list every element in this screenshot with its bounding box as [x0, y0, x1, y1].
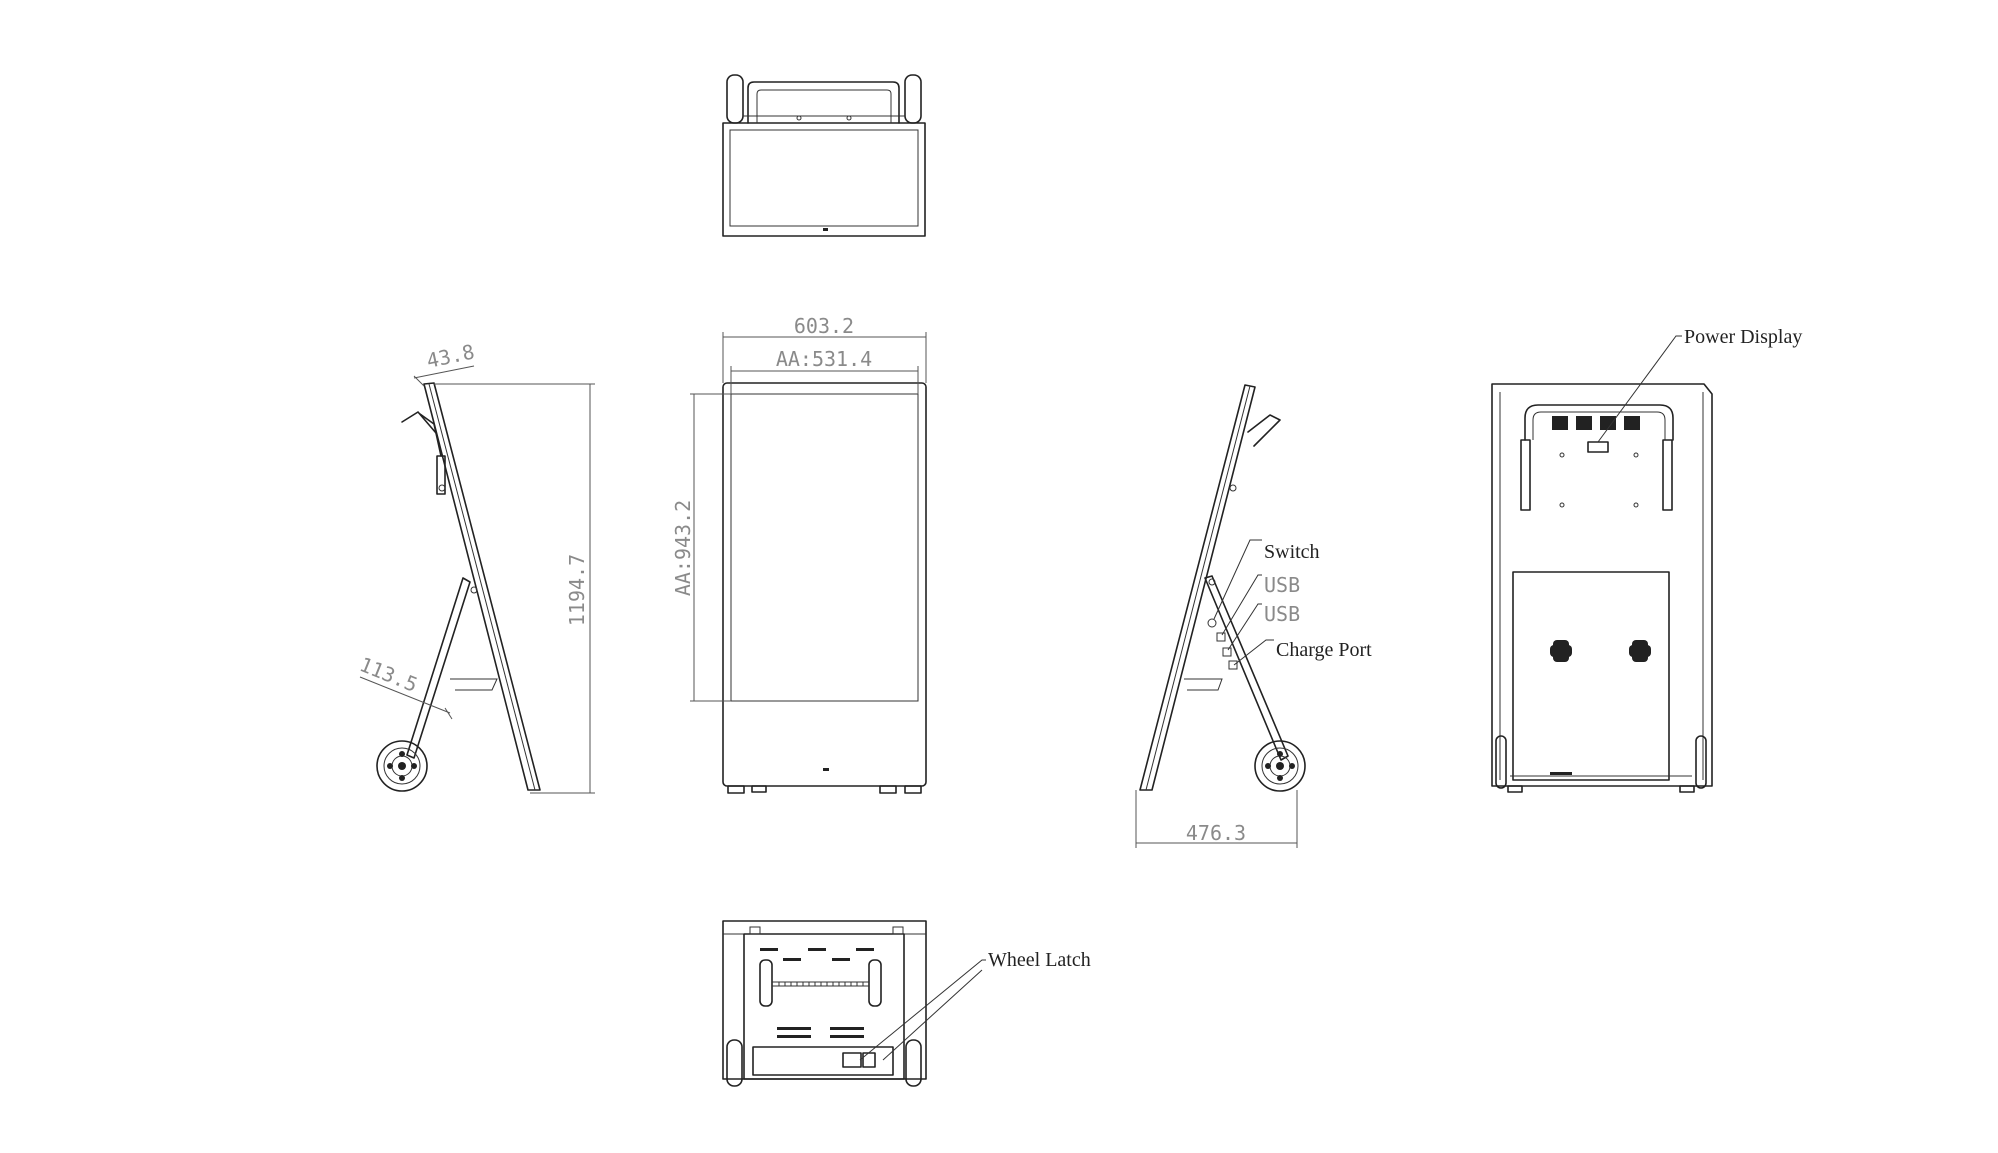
rear-view — [1491, 335, 1713, 793]
power-display-callout: Power Display — [1684, 326, 1802, 348]
bottom-view — [722, 920, 986, 1087]
overall-height-label: 1194.7 — [565, 554, 589, 626]
usb-callout-1: USB — [1264, 573, 1300, 597]
thickness-label: 43.8 — [424, 339, 476, 372]
switch-callout: Switch — [1264, 541, 1320, 563]
wheel-latch-callout: Wheel Latch — [988, 949, 1091, 971]
top-view — [722, 74, 926, 237]
left-side-view — [359, 365, 595, 794]
usb-callout-2: USB — [1264, 602, 1300, 626]
active-area-width-label: AA:531.4 — [776, 347, 872, 371]
base-depth-label: 476.3 — [1186, 821, 1246, 845]
right-side-view — [1135, 384, 1306, 848]
active-area-height-label: AA:943.2 — [671, 500, 695, 596]
front-view — [690, 332, 927, 794]
charge-port-callout: Charge Port — [1276, 639, 1372, 661]
stand-depth-label: 113.5 — [356, 652, 421, 697]
overall-width-label: 603.2 — [794, 314, 854, 338]
